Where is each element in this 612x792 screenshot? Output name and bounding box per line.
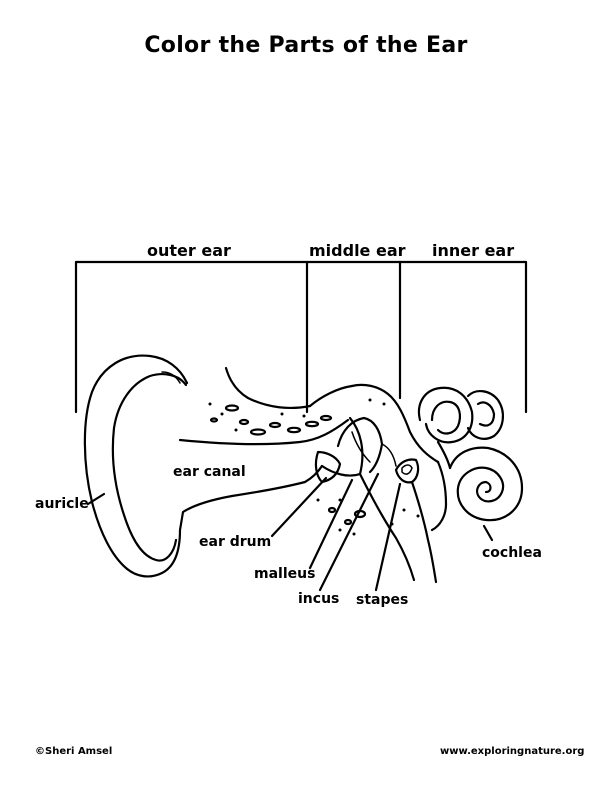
stapes-leader — [374, 482, 402, 592]
page-title: Color the Parts of the Ear — [144, 33, 468, 58]
stapes-label: stapes — [356, 592, 409, 608]
malleus-label: malleus — [254, 566, 316, 582]
cochlea — [430, 446, 524, 532]
auricle — [83, 354, 234, 578]
incus-label: incus — [298, 591, 340, 607]
bone-dots — [208, 398, 420, 536]
malleus-leader — [308, 478, 354, 570]
middle-ear — [314, 383, 440, 484]
bone-texture — [209, 404, 367, 526]
ear-drum-shape — [314, 450, 342, 484]
leader-lines — [86, 472, 494, 592]
eustachian-tube — [358, 472, 438, 584]
incus-leader — [318, 472, 380, 592]
cochlea-leader — [482, 524, 494, 542]
stapes-shape — [394, 458, 420, 484]
copyright-credit: ©Sheri Amsel — [35, 746, 113, 757]
inner-ear-label: inner ear — [432, 241, 515, 260]
malleus-shape — [336, 416, 384, 474]
incus-shape — [381, 443, 397, 467]
auricle-leader — [86, 492, 106, 506]
ear-canal-label: ear canal — [173, 464, 246, 480]
ear-drum-leader — [270, 476, 328, 538]
section-brackets — [74, 260, 528, 414]
middle-ear-label: middle ear — [309, 241, 406, 260]
cochlea-label: cochlea — [482, 545, 542, 561]
ear-drum-label: ear drum — [199, 534, 272, 550]
outer-ear-label: outer ear — [147, 241, 231, 260]
website-url: www.exploringnature.org — [440, 746, 585, 757]
auricle-label: auricle — [35, 496, 89, 512]
semicircular-canals — [417, 386, 504, 470]
